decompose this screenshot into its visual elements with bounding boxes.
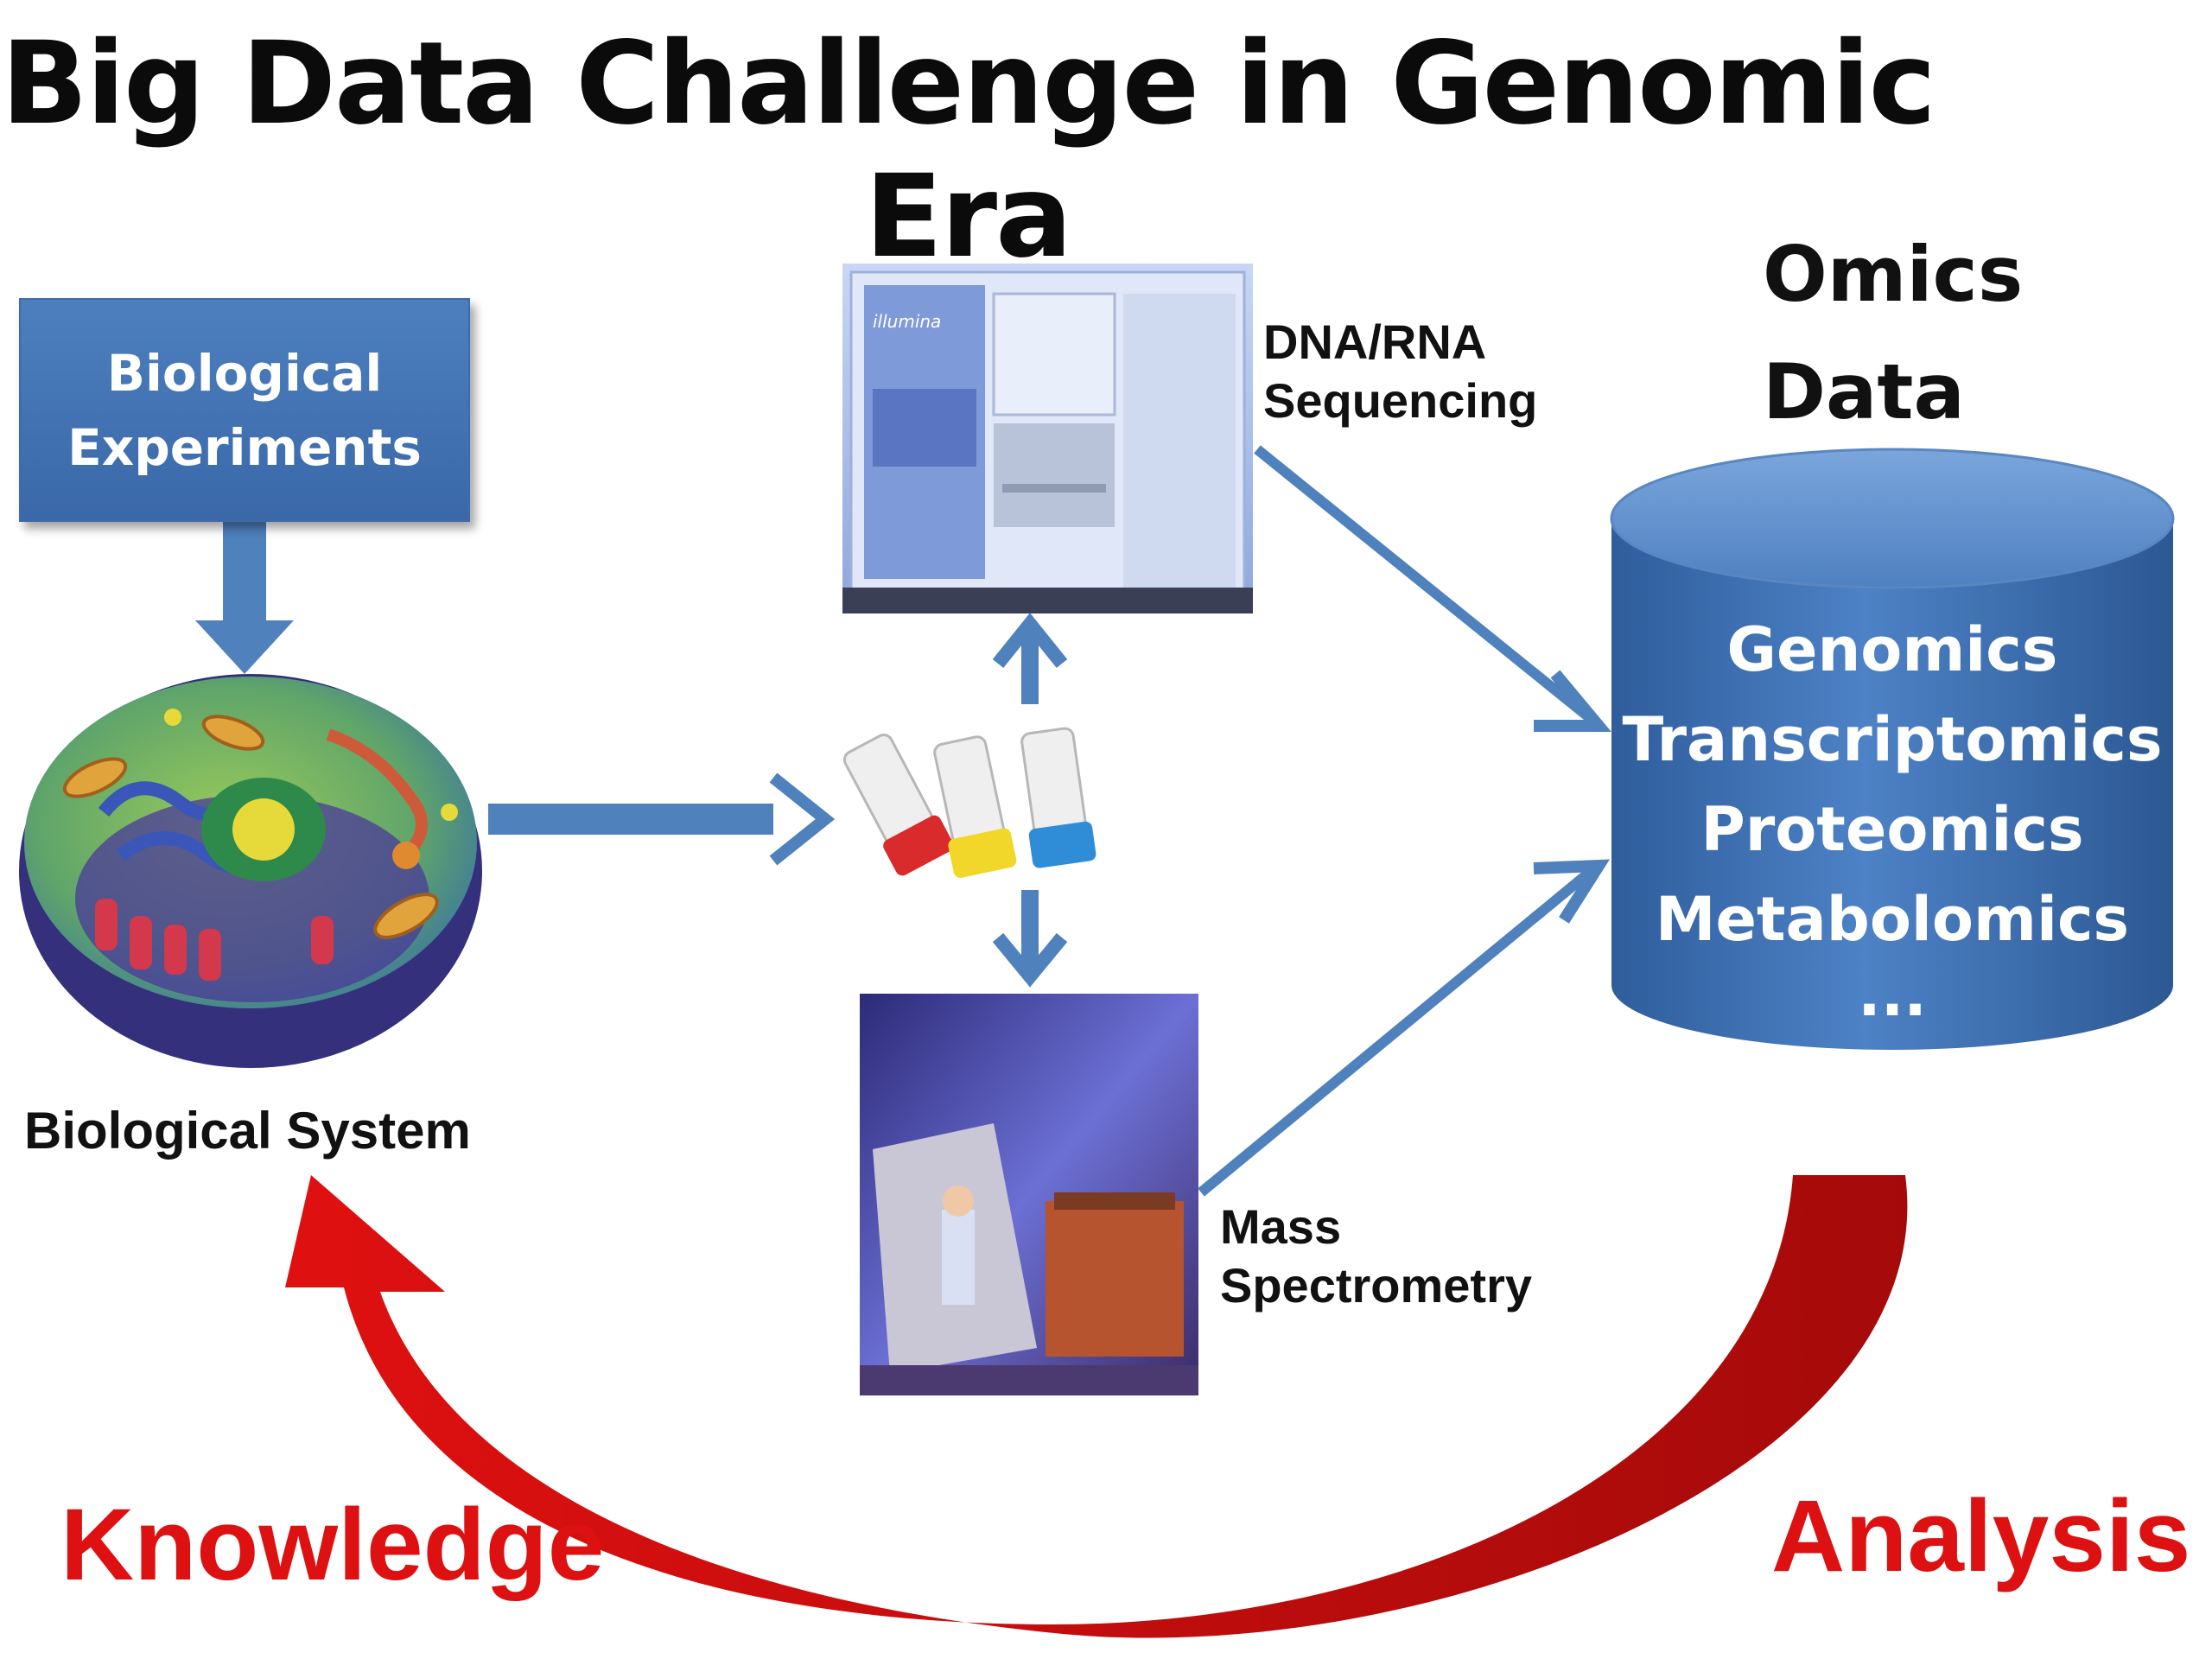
omics-types-list: Genomics Transcriptomics Proteomics Meta…	[1607, 605, 2177, 1025]
biological-system-label: Biological System	[24, 1102, 471, 1160]
omics-item-proteomics: Proteomics	[1700, 794, 2084, 865]
arrow-samples-to-sequencer	[992, 613, 1068, 704]
mass-spec-label-line2: Spectrometry	[1220, 1258, 1533, 1313]
sequencing-label-line2: Sequencing	[1263, 373, 1538, 428]
biological-cell-image	[19, 674, 482, 1068]
experiments-box-line1: Biological	[106, 343, 383, 403]
mass-spectrometry-label: Mass Spectrometry	[1220, 1198, 1532, 1315]
page-title: Big Data Challenge in Genomic Era	[1, 17, 1936, 283]
omics-title-line2: Data	[1763, 347, 1965, 436]
omics-data-title: Omics Data	[1763, 216, 2023, 451]
sequencing-label-line1: DNA/RNA	[1263, 315, 1487, 369]
analysis-label: Analysis	[1771, 1479, 2191, 1593]
mass-spec-label-line1: Mass	[1220, 1199, 1342, 1254]
arrow-cell-to-samples	[488, 772, 836, 866]
mass-spectrometry-image	[860, 994, 1198, 1395]
sequencing-label: DNA/RNA Sequencing	[1263, 313, 1537, 430]
omics-item-ellipsis: ...	[1858, 959, 1927, 1030]
dna-rna-sequencer-image	[842, 264, 1253, 613]
arrow-samples-to-mass-spec	[992, 890, 1068, 988]
sequencer-brand-text: illumina	[873, 311, 942, 332]
omics-item-transcriptomics: Transcriptomics	[1622, 704, 2163, 775]
experiments-box-line2: Experiments	[67, 417, 422, 477]
omics-item-genomics: Genomics	[1726, 614, 2058, 685]
arrow-experiments-to-cell	[195, 518, 294, 674]
arrow-sequencer-to-omics-db	[1254, 445, 1611, 732]
biological-experiments-box: Biological Experiments	[19, 298, 470, 522]
omics-database-cylinder	[1610, 448, 2175, 1050]
omics-title-line1: Omics	[1763, 230, 2024, 319]
omics-item-metabolomics: Metabolomics	[1655, 884, 2130, 955]
arrow-mass-spec-to-omics-db	[1198, 859, 1611, 1197]
sample-tubes-image	[842, 727, 1096, 878]
knowledge-label: Knowledge	[60, 1488, 605, 1602]
